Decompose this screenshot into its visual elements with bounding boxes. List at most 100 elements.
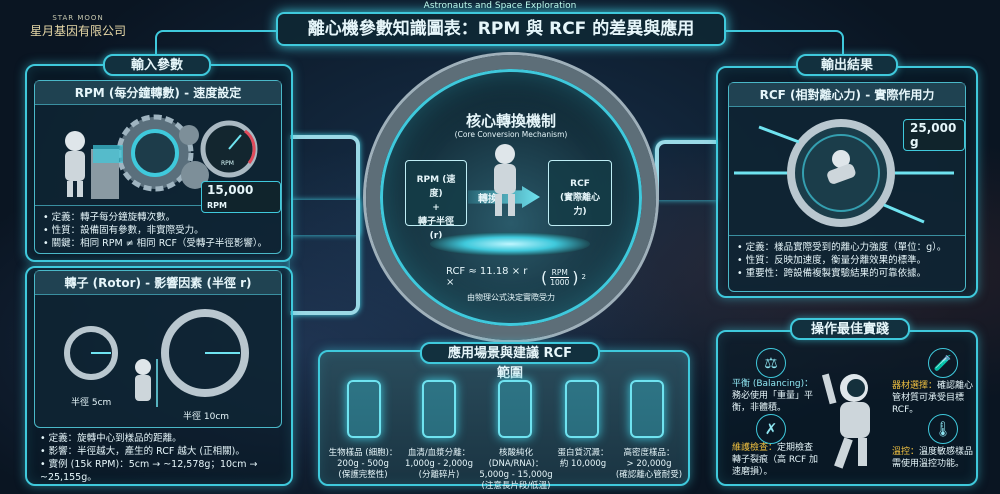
page-title-text: 離心機參數知識圖表：RPM 與 RCF 的差異與應用 — [307, 19, 695, 39]
bullet: 性質：反映加速度，衡量分離效果的標準。 — [737, 254, 957, 267]
small-rotor-icon — [64, 326, 118, 380]
practice-body: 定期檢查轉子裂痕（高 RCF 加速磨損）。 — [732, 443, 818, 477]
rpm-card-title: RPM (每分鐘轉數) - 速度設定 — [35, 81, 281, 105]
sample-jar-icon — [347, 380, 381, 438]
output-tag: 輸出結果 — [796, 54, 898, 76]
hologram-platform — [430, 232, 590, 256]
rpm-bullets: 定義：轉子每分鐘旋轉次數。 性質：設備固有參數，非實際受力。 關鍵：相同 RPM… — [35, 205, 281, 255]
brand-en: STAR MOON — [52, 14, 104, 22]
header-subtitle: Astronauts and Space Exploration — [423, 1, 577, 11]
rotor-card: 轉子 (Rotor) - 影響因素 (半徑 r) 半徑 5cm 半徑 10cm — [34, 270, 282, 428]
balance-scale-icon: ⚖ — [756, 348, 786, 378]
rcf-card: RCF (相對離心力) - 實際作用力 25,000 g 定義：樣品實際受到的離… — [728, 82, 966, 292]
rotor-illustration — [64, 309, 249, 407]
app-name: 血清/血漿分離： — [407, 448, 471, 458]
input-box-line: 轉子半徑 (r) — [417, 217, 454, 241]
bullet: 定義：轉子每分鐘旋轉次數。 — [43, 211, 273, 224]
tube-icon: 🧪 — [928, 348, 958, 378]
input-box-line: + — [432, 203, 440, 213]
core-title: 核心轉換機制 — [465, 112, 556, 130]
brand-logo: STAR MOON 星月基因有限公司 — [30, 14, 126, 39]
bullet: 定義：樣品實際受到的離心力強度（單位：g）。 — [737, 241, 957, 254]
astronaut-icon — [494, 144, 516, 216]
app-range: > 20,000g — [626, 459, 672, 469]
output-box: RCF (實際離心力) — [548, 160, 612, 226]
small-radius-label: 半徑 5cm — [71, 398, 112, 408]
gear-icon — [179, 125, 199, 145]
app-name: 生物樣品 (細胞)： — [328, 448, 398, 458]
large-radius-label: 半徑 10cm — [183, 412, 230, 422]
rpm-unit: RPM — [207, 201, 227, 210]
input-box-line: RPM (速度) — [416, 175, 456, 199]
app-name: 高密度樣品： — [623, 448, 675, 458]
pipe-connector — [655, 140, 717, 200]
practice-head: 維護檢查： — [732, 443, 778, 453]
rcf-card-title: RCF (相對離心力) - 實際作用力 — [729, 83, 965, 107]
practice-list: ⚖ 平衡 (Balancing)：務必使用「重量」平衡，非體積。 🧪 器材選擇：… — [716, 330, 978, 486]
rotor-card-title: 轉子 (Rotor) - 影響因素 (半徑 r) — [35, 271, 281, 295]
formula-numerator: RPM — [550, 267, 570, 278]
practice-item: 平衡 (Balancing)：務必使用「重量」平衡，非體積。 — [732, 378, 818, 414]
application-item: 生物樣品 (細胞)：200g - 500g(保護完整性) — [328, 448, 398, 481]
bullet: 影響：半徑越大，產生的 RCF 越大 (正相關)。 — [40, 445, 290, 458]
practice-head: 器材選擇： — [892, 381, 938, 391]
pipe-connector — [290, 135, 360, 235]
rpm-value: 15,000 — [207, 183, 254, 197]
connector-line — [155, 30, 277, 58]
brand-zh: 星月基因有限公司 — [30, 24, 127, 38]
astronaut-icon — [821, 373, 870, 469]
practice-item: 維護檢查：定期檢查轉子裂痕（高 RCF 加速磨損）。 — [732, 442, 818, 478]
tools-icon: ✗ — [756, 414, 786, 444]
pipe-connector — [290, 200, 360, 315]
bullet: 重要性：跨設備複製實驗結果的可靠依據。 — [737, 267, 957, 280]
page-title: 離心機參數知識圖表：RPM 與 RCF 的差異與應用 — [276, 12, 726, 46]
formula-lhs: RCF ≈ 11.18 × r × — [446, 266, 528, 288]
bullet: 性質：設備固有參數，非實際受力。 — [43, 224, 273, 237]
thermometer-icon: 🌡 — [928, 414, 958, 444]
force-arrow-icon — [758, 125, 800, 144]
sample-jar-icon — [422, 380, 456, 438]
app-range: 200g - 500g — [337, 459, 389, 469]
conversion-label: 轉換 — [478, 194, 498, 205]
astronaut-icon — [135, 359, 151, 401]
practice-item: 器材選擇：確認離心管材質可承受目標 RCF。 — [892, 380, 978, 416]
app-note: (保護完整性) — [338, 470, 388, 480]
astronaut-icon — [827, 150, 856, 184]
rcf-bullets: 定義：樣品實際受到的離心力強度（單位：g）。 性質：反映加速度，衡量分離效果的標… — [729, 235, 965, 285]
application-item: 蛋白質沉澱：約 10,000g — [548, 448, 618, 470]
rotor-bullets: 定義：旋轉中心到樣品的距離。 影響：半徑越大，產生的 RCF 越大 (正相關)。… — [40, 432, 290, 484]
output-box-line: RCF — [570, 179, 590, 189]
app-name: 核酸純化 (DNA/RNA)： — [488, 448, 544, 469]
formula-denominator: 1000 — [550, 277, 570, 287]
bullet: 定義：旋轉中心到樣品的距離。 — [40, 432, 290, 445]
bullet: 實例 (15k RPM)：5cm → ~12,578g；10cm → ~25,1… — [40, 458, 290, 484]
rcf-readout: 25,000 g — [903, 119, 965, 151]
astronaut-icon — [65, 131, 85, 197]
app-note: (分離碎片) — [418, 470, 460, 480]
applications-list: 生物樣品 (細胞)：200g - 500g(保護完整性) 血清/血漿分離：1,0… — [318, 350, 690, 491]
formula-note: 由物理公式決定實際受力 — [467, 293, 555, 302]
sample-jar-icon — [498, 380, 532, 438]
practice-body: 溫度敏感樣品需使用溫控功能。 — [892, 447, 974, 469]
app-note: (注意長片段/低溫) — [481, 481, 551, 491]
output-box-line: (實際離心力) — [559, 193, 601, 217]
conversion-arrow — [468, 186, 540, 208]
gauge-label: RPM — [221, 160, 234, 167]
sample-jar-icon — [630, 380, 664, 438]
app-name: 蛋白質沉澱： — [557, 448, 609, 458]
app-range: 1,000g - 2,000g — [405, 459, 473, 469]
practice-tag: 操作最佳實踐 — [790, 318, 910, 340]
core-subtitle: (Core Conversion Mechanism) — [454, 130, 568, 139]
connector-line — [724, 30, 844, 60]
sample-jar-icon — [565, 380, 599, 438]
input-box: RPM (速度) + 轉子半徑 (r) — [405, 160, 467, 241]
app-range: 5,000g - 15,000g — [479, 470, 553, 480]
application-item: 高密度樣品：> 20,000g(確認離心管耐受) — [614, 448, 684, 481]
app-note: (確認離心管耐受) — [615, 470, 683, 480]
practice-body: 確認離心管材質可承受目標 RCF。 — [892, 381, 974, 415]
application-item: 核酸純化 (DNA/RNA)：5,000g - 15,000g(注意長片段/低溫… — [474, 448, 558, 492]
rpm-card: RPM (每分鐘轉數) - 速度設定 RPM 15,000 RPM 定義：轉子每… — [34, 80, 282, 254]
formula-exponent: 2 — [581, 273, 586, 281]
rpm-readout: 15,000 RPM — [201, 181, 281, 213]
